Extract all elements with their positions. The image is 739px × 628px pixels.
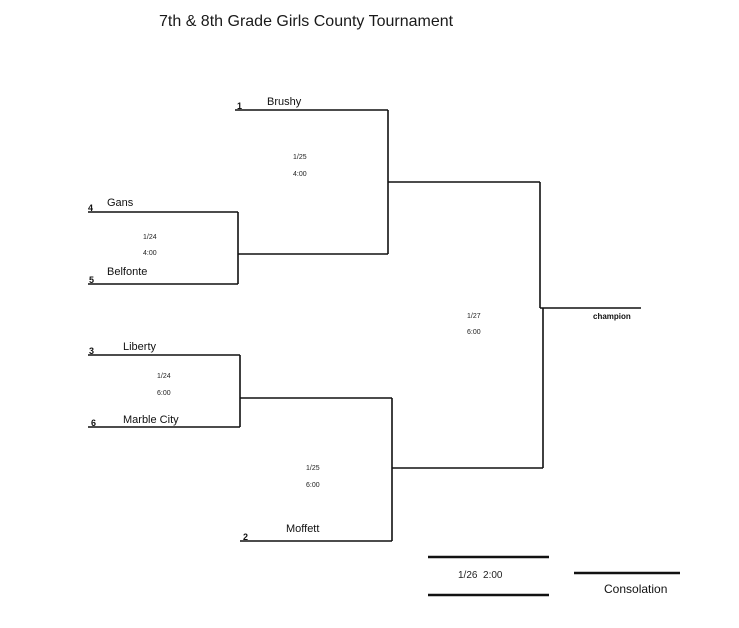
team-moffett: Moffett: [286, 523, 320, 535]
game-date: 1/27: [467, 313, 481, 320]
game-time: 6:00: [157, 390, 171, 397]
game-date: 1/24: [157, 373, 171, 380]
seed-belfonte: 5: [89, 275, 95, 285]
game-date: 1/25: [293, 154, 307, 161]
seed-moffett: 2: [243, 532, 249, 542]
game-date: 1/25: [306, 465, 320, 472]
game-time: 4:00: [293, 171, 307, 178]
team-belfonte: Belfonte: [107, 266, 148, 278]
game-time: 6:00: [306, 482, 320, 489]
game-time: 4:00: [143, 250, 157, 257]
game-date: 1/24: [143, 234, 157, 241]
seed-gans: 4: [88, 203, 94, 213]
game-time: 6:00: [467, 329, 481, 336]
team-brushy: Brushy: [267, 96, 302, 108]
seed-marble-city: 6: [91, 418, 97, 428]
champion-label: champion: [593, 312, 631, 321]
seed-liberty: 3: [89, 346, 95, 356]
team-liberty: Liberty: [123, 341, 157, 353]
team-marble-city: Marble City: [123, 414, 179, 426]
page-title: 7th & 8th Grade Girls County Tournament: [159, 13, 454, 30]
consolation-label: Consolation: [604, 582, 668, 596]
consolation-datetime: 1/26 2:00: [458, 570, 503, 581]
team-gans: Gans: [107, 197, 134, 209]
seed-brushy: 1: [237, 101, 243, 111]
